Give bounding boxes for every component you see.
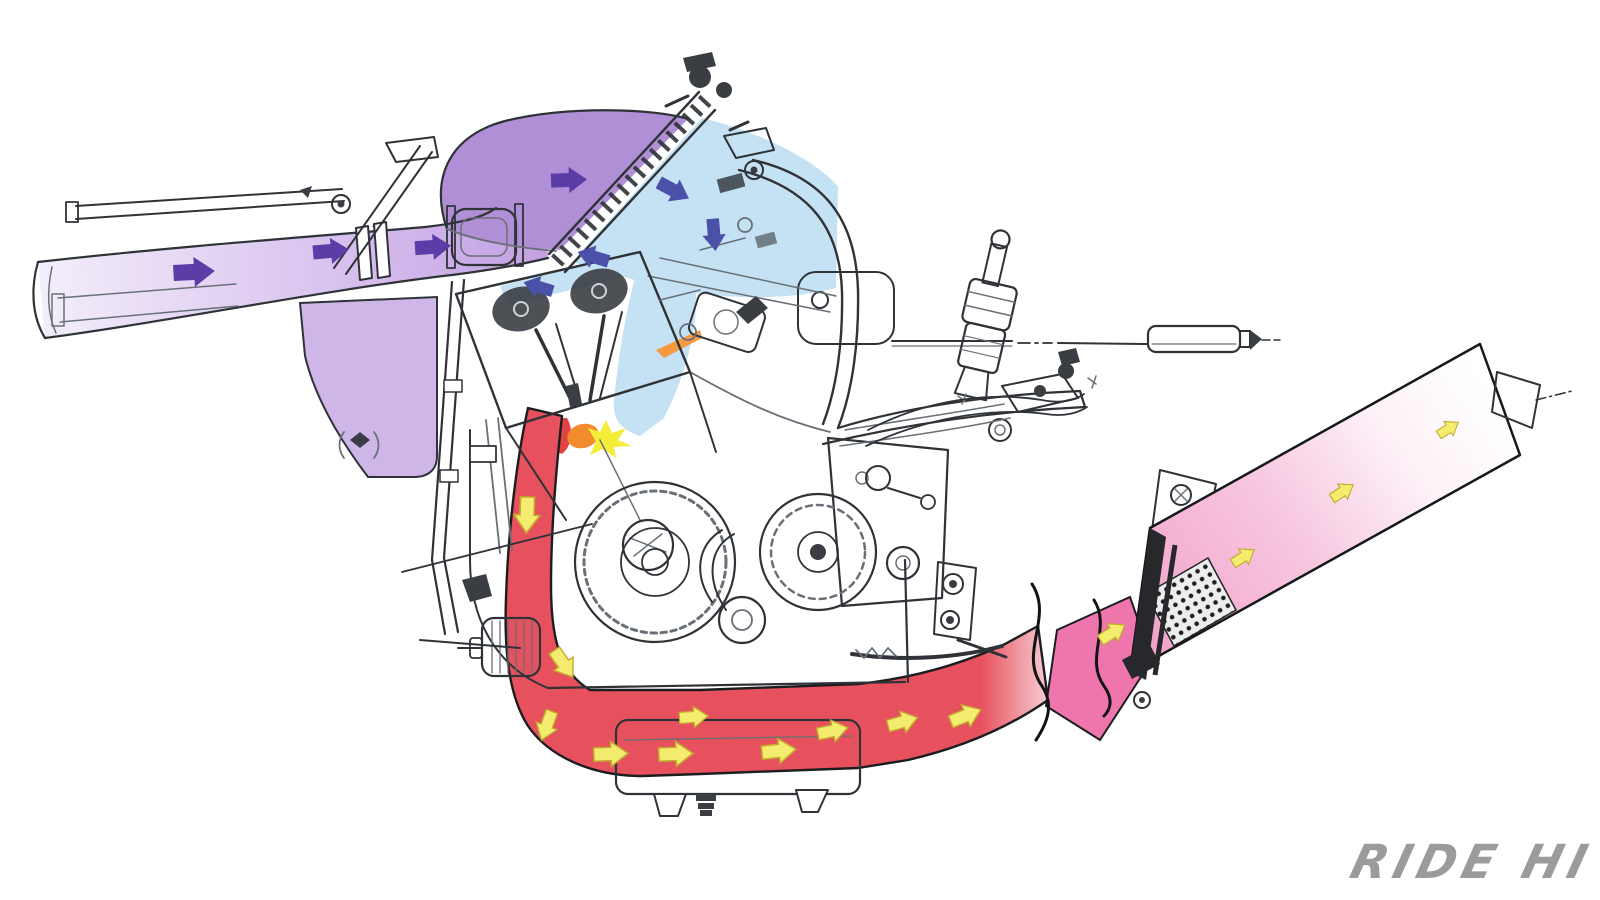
- flow-arrow-layer: [173, 166, 1460, 768]
- muffler-body: [1128, 342, 1522, 674]
- intake-flow-arrow: [550, 166, 587, 193]
- air-flow-arrow: [577, 245, 611, 268]
- watermark: RIDE HI: [1345, 836, 1598, 890]
- throttle-body: [687, 291, 766, 353]
- exhaust-flow-arrow: [885, 710, 919, 734]
- muffler-inlet-ring: [1152, 544, 1178, 676]
- air-flow-arrow: [702, 218, 726, 252]
- intake-flow-arrow: [414, 233, 451, 260]
- steering-damper-rod: [891, 324, 1281, 354]
- suspension-linkage: [839, 348, 1097, 447]
- exhaust-flow-arrow: [657, 740, 695, 768]
- air-flow-arrow: [523, 276, 555, 298]
- break-mark-left: [1030, 582, 1051, 742]
- exhaust-flow-arrow: [1435, 420, 1460, 440]
- frame-gusset: [298, 295, 438, 478]
- exhaust-flow-arrow: [548, 645, 574, 679]
- brake-pedal: [850, 561, 1008, 660]
- frame-downtubes: [401, 278, 593, 649]
- airbox-outline: [439, 109, 690, 252]
- crank-gear: [573, 480, 737, 644]
- exhaust-flow-arrow: [592, 740, 630, 768]
- air-flow-arrow: [655, 176, 689, 202]
- exhaust-flow-arrow: [1328, 483, 1354, 504]
- exhaust-flow-arrow: [678, 705, 710, 729]
- exhaust-flow-arrow: [535, 708, 559, 742]
- rear-shock: [953, 229, 1018, 402]
- exhaust-flow-arrow: [512, 495, 542, 535]
- water-pump: [699, 529, 767, 645]
- muffler-mount-tab: [1122, 645, 1160, 679]
- steering-head: [547, 52, 750, 274]
- frame-front-stay: [331, 136, 439, 459]
- intake-tract: [613, 260, 697, 436]
- cam-covers: [492, 268, 628, 332]
- exhaust-flow-arrow: [760, 737, 798, 765]
- footpeg-bracket: [933, 561, 1008, 659]
- muffler-mount-bolt-center: [1139, 697, 1145, 703]
- cylinder-head: [454, 237, 831, 433]
- pipe-break-marks: [1030, 582, 1112, 742]
- exhaust-flow-arrow: [815, 718, 849, 744]
- fresh-air-intake-duct: [38, 203, 548, 338]
- muffler: [1122, 342, 1573, 709]
- muffler-end-cap: [1491, 371, 1573, 429]
- exhaust-flow-arrow: [947, 703, 982, 729]
- valve-train: [534, 311, 623, 408]
- oil-sump: [614, 718, 862, 817]
- intake-flow-arrow: [312, 237, 349, 264]
- line-art: [32, 52, 1281, 817]
- engine-cases: [469, 371, 921, 690]
- combustion-flame-yellow: [588, 420, 632, 458]
- ride-hi-logo: RIDE HI: [1345, 836, 1598, 890]
- clutch: [758, 492, 878, 612]
- muffler-mesh: [1144, 556, 1238, 648]
- muffler-mount-bolt: [1133, 691, 1151, 709]
- muffler-inlet-band: [1130, 528, 1166, 680]
- intake-flow-arrow: [173, 257, 215, 287]
- exhaust-flow-arrow: [1229, 548, 1255, 569]
- front-duct-lines: [32, 186, 550, 340]
- exhaust-flow-arrow: [1096, 623, 1126, 646]
- break-mark-right: [1092, 598, 1112, 718]
- exhaust-pipe: [504, 406, 1050, 778]
- injector: [736, 296, 768, 324]
- frame-main-tubes: [647, 127, 1087, 446]
